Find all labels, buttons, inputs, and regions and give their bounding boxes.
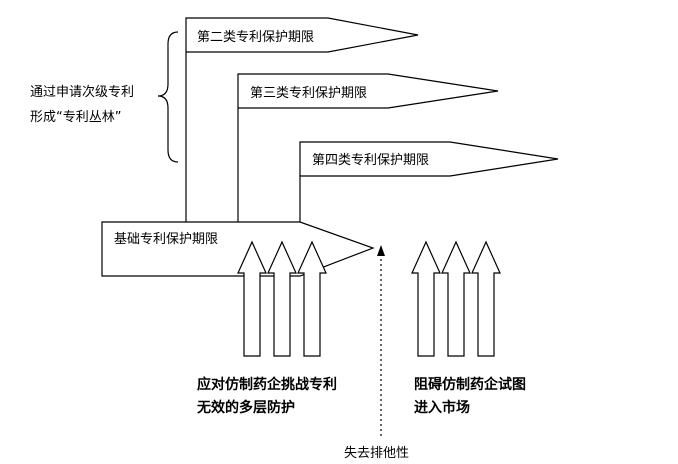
right-caption-line1: 阻碍仿制药企试图 bbox=[414, 376, 526, 393]
up-arrow bbox=[237, 240, 267, 357]
up-arrow bbox=[411, 240, 441, 357]
left-caption-line1: 应对仿制药企挑战专利 bbox=[197, 376, 337, 393]
type4-period-label: 第四类专利保护期限 bbox=[312, 153, 429, 168]
up-arrow bbox=[471, 240, 501, 357]
curly-brace bbox=[157, 31, 179, 163]
bottom-caption: 失去排他性 bbox=[344, 446, 409, 461]
left-upward-arrows bbox=[237, 240, 327, 357]
right-upward-arrows bbox=[411, 240, 501, 357]
brace-label-line2: 形成“专利丛林” bbox=[30, 110, 121, 125]
type3-period-label: 第三类专利保护期限 bbox=[250, 86, 367, 101]
left-caption-line2: 无效的多层防护 bbox=[196, 399, 295, 416]
up-arrow bbox=[297, 240, 327, 357]
type4-period-arrow: 第四类专利保护期限 bbox=[299, 141, 559, 177]
brace-label-line1: 通过申请次级专利 bbox=[30, 84, 134, 100]
right-caption-line2: 进入市场 bbox=[414, 399, 470, 416]
type2-period-arrow: 第二类专利保护期限 bbox=[185, 17, 419, 53]
base-period-label: 基础专利保护期限 bbox=[114, 232, 218, 247]
up-arrow bbox=[267, 240, 297, 357]
type3-period-arrow: 第三类专利保护期限 bbox=[237, 73, 499, 109]
up-arrow bbox=[441, 240, 471, 357]
dotted-line-arrowhead bbox=[377, 245, 385, 256]
base-period-arrow: 基础专利保护期限 bbox=[101, 221, 375, 277]
type2-period-label: 第二类专利保护期限 bbox=[197, 30, 314, 45]
